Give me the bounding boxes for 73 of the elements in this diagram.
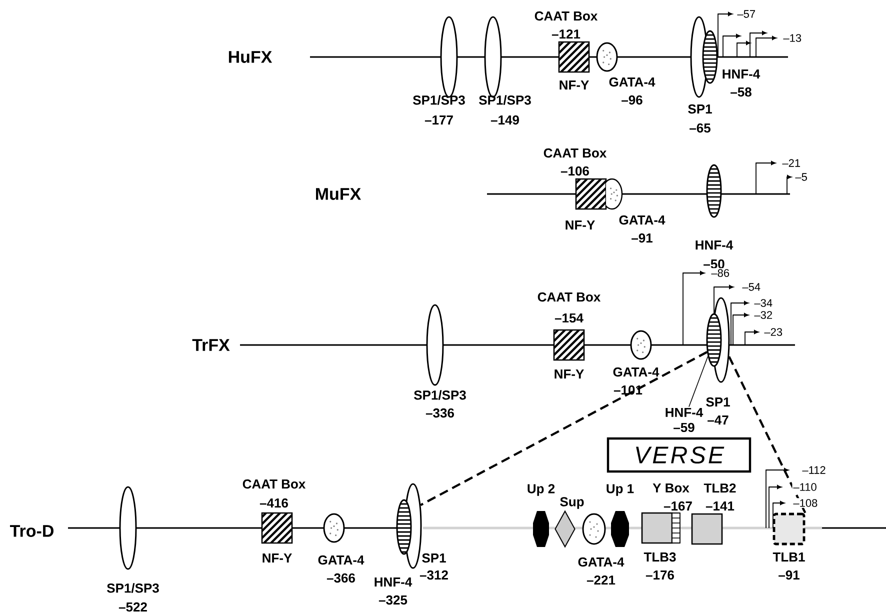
track-name: TrFX bbox=[192, 339, 230, 351]
factor-label: Up 2 bbox=[528, 484, 555, 496]
factor-label: –312 bbox=[420, 570, 448, 580]
position-label: –5 bbox=[794, 172, 808, 182]
factor-label: CAAT Box bbox=[538, 292, 601, 302]
factor-label: GATA-4 bbox=[578, 557, 624, 567]
factor-label: HNF-4 bbox=[696, 240, 734, 250]
factor-label: –325 bbox=[378, 595, 408, 605]
zoom-line bbox=[728, 356, 806, 514]
factor-label: GATA-4 bbox=[318, 555, 364, 565]
factor-label: TLB1 bbox=[772, 552, 805, 562]
position-label: –32 bbox=[753, 310, 774, 320]
factor-label: –366 bbox=[326, 573, 355, 583]
factor-label: –47 bbox=[708, 416, 728, 424]
track-name: Tro-D bbox=[10, 525, 54, 537]
factor-label: GATA-4 bbox=[613, 367, 660, 377]
element-box: VERSE bbox=[606, 437, 752, 473]
factor-label: –416 bbox=[260, 498, 288, 508]
factor-label: CAAT Box bbox=[242, 479, 306, 489]
leader-line bbox=[688, 356, 708, 408]
factor-label: –167 bbox=[664, 501, 692, 511]
factor-label: –149 bbox=[490, 115, 519, 125]
factor-label: HNF-4 bbox=[722, 70, 760, 78]
position-label: –108 bbox=[792, 498, 819, 508]
factor-label: SP1/SP3 bbox=[413, 95, 465, 105]
factor-label: CAAT Box bbox=[544, 148, 607, 158]
position-label: –86 bbox=[710, 268, 731, 278]
factor-label: HNF-4 bbox=[374, 578, 412, 586]
factor-label: Y Box bbox=[652, 483, 690, 493]
factor-label: –176 bbox=[646, 570, 674, 580]
position-label: –13 bbox=[782, 33, 803, 43]
factor-label: –121 bbox=[552, 29, 580, 39]
position-label: –57 bbox=[736, 9, 757, 19]
factor-label: TLB3 bbox=[644, 552, 676, 562]
factor-label: SP1 bbox=[422, 553, 446, 563]
factor-label: GATA-4 bbox=[619, 215, 666, 225]
factor-label: –91 bbox=[632, 233, 652, 243]
position-label: –54 bbox=[741, 282, 762, 292]
position-label: –34 bbox=[753, 298, 774, 308]
factor-label: –154 bbox=[554, 313, 584, 323]
factor-label: NF-Y bbox=[262, 554, 292, 562]
factor-label: SP1/SP3 bbox=[479, 95, 531, 105]
factor-label: HNF-4 –59 bbox=[666, 408, 704, 432]
factor-label: –141 bbox=[706, 502, 734, 510]
factor-label: Sup bbox=[560, 497, 584, 509]
factor-label: –336 bbox=[426, 408, 454, 418]
position-label: –112 bbox=[801, 465, 827, 475]
position-label: –110 bbox=[792, 482, 818, 492]
factor-label: –522 bbox=[118, 602, 147, 612]
factor-label: –106 bbox=[560, 166, 589, 176]
track-name: HuFX bbox=[228, 51, 272, 63]
striped-oval bbox=[706, 313, 722, 367]
factor-label: –50 bbox=[704, 259, 724, 269]
factor-label: Up 1 bbox=[606, 484, 634, 496]
factor-label: –177 bbox=[424, 116, 453, 124]
factor-label: NF-Y bbox=[566, 220, 595, 230]
factor-label: –65 bbox=[690, 123, 710, 133]
factor-label: CAAT Box bbox=[534, 11, 598, 21]
factor-label: –221 bbox=[586, 575, 616, 585]
factor-label: TLB2 bbox=[704, 483, 736, 493]
factor-label: –91 bbox=[778, 570, 800, 580]
factor-label: GATA-4 bbox=[609, 77, 656, 87]
factor-label: –96 bbox=[622, 95, 642, 105]
track-name: MuFX bbox=[316, 188, 361, 200]
factor-label: NF-Y bbox=[554, 370, 584, 378]
factor-label: SP1 bbox=[706, 397, 730, 407]
position-label: –21 bbox=[781, 158, 802, 168]
factor-label: SP1/SP3 bbox=[414, 390, 466, 400]
position-label: –23 bbox=[763, 327, 784, 337]
factor-label: –58 bbox=[730, 87, 752, 97]
factor-label: SP1 bbox=[688, 104, 712, 114]
factor-label: NF-Y bbox=[560, 80, 589, 90]
factor-label: SP1/SP3 bbox=[107, 583, 159, 593]
